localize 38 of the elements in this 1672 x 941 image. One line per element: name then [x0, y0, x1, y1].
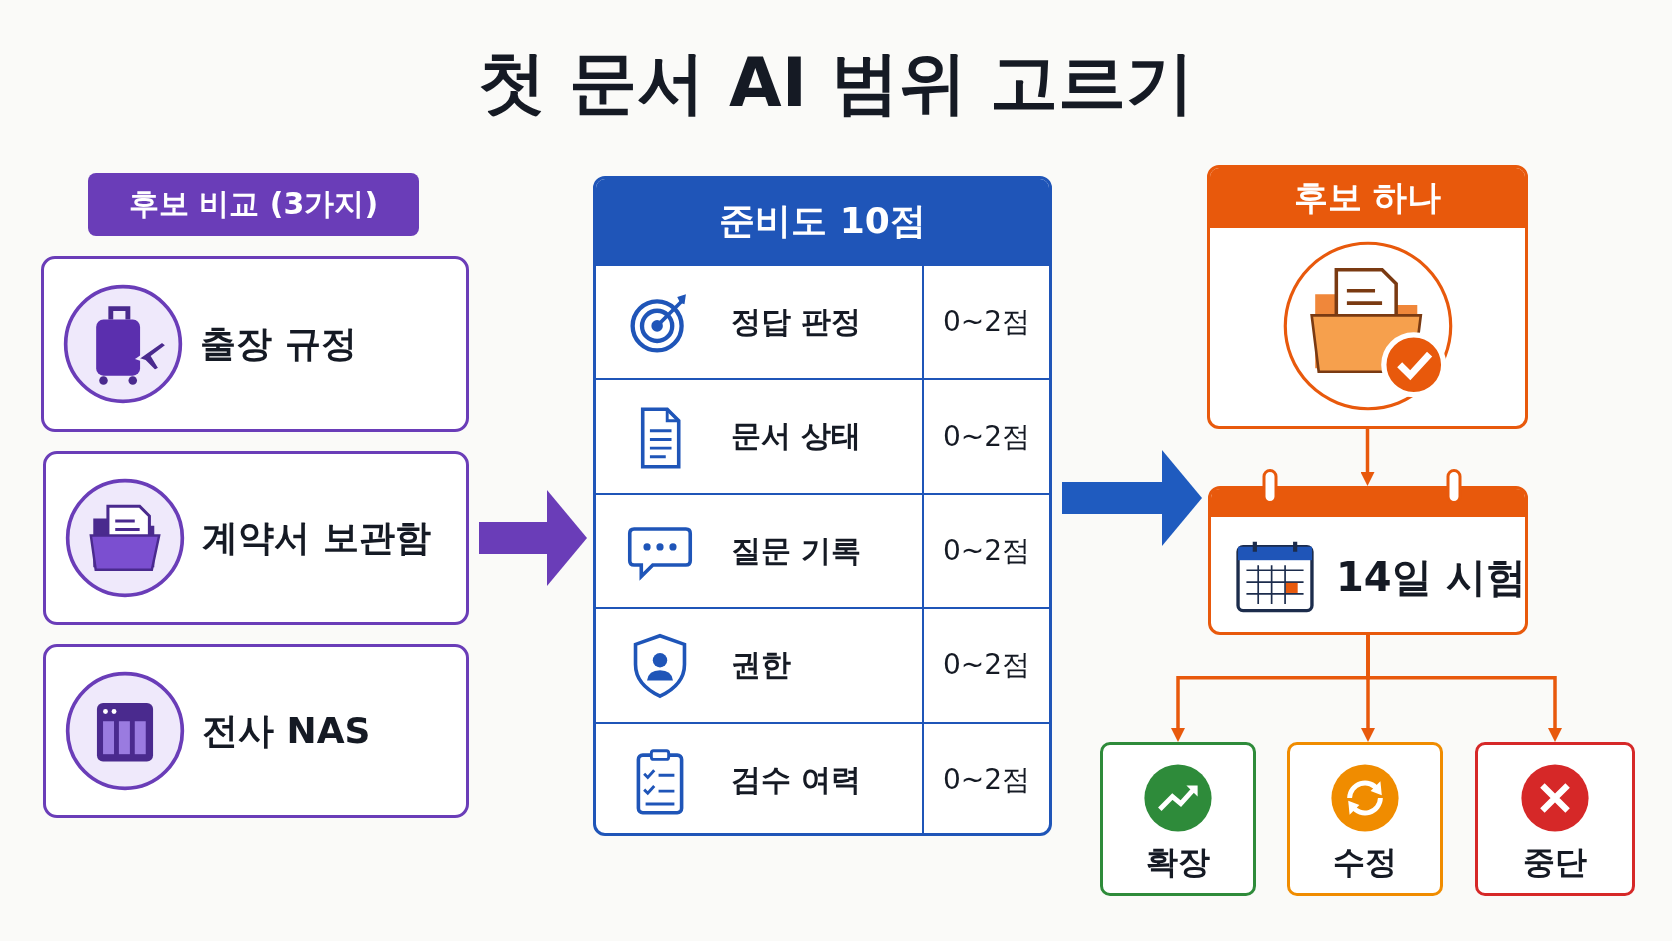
table-row: [596, 264, 1049, 379]
outcome-label: 확장: [1145, 842, 1211, 883]
candidate-card: [43, 451, 469, 625]
table-row: [596, 607, 1049, 722]
table-row: [596, 378, 1049, 493]
block-arrow: [1062, 450, 1202, 546]
card-title: 출장 규정: [200, 322, 357, 366]
criterion-label: 정답 판정: [731, 303, 862, 341]
card-header: 후보 하나: [1210, 168, 1525, 228]
score-text: 0~2점: [922, 723, 1049, 833]
arrow: [1360, 429, 1375, 486]
criterion-label: 권한: [731, 646, 791, 685]
candidate-card: [41, 256, 469, 432]
criterion-label: 검수 여력: [731, 760, 862, 799]
section-label: 후보 비교 (3가지): [88, 173, 419, 236]
title: 첫 문서 AI 범위 고르기: [476, 42, 1196, 124]
outcome-label: 중단: [1522, 842, 1588, 883]
criterion-label: 질문 기록: [731, 531, 862, 570]
score-text: 0~2점: [922, 494, 1049, 608]
arrow: [1366, 635, 1562, 742]
candidate-card: [43, 644, 469, 818]
outcome-box: [1475, 742, 1635, 896]
score-text: 0~2점: [922, 609, 1049, 722]
block-arrow: [479, 490, 587, 586]
outcome-box: [1287, 742, 1443, 896]
score-table: [593, 176, 1052, 836]
selected-card: [1207, 165, 1528, 429]
outcome-box: [1100, 742, 1256, 896]
outcome-label: 수정: [1332, 842, 1398, 883]
score-text: 0~2점: [922, 380, 1049, 493]
table-row: [596, 492, 1049, 608]
card-title: 전사 NAS: [202, 709, 371, 753]
criterion-label: 문서 상태: [731, 417, 862, 456]
table-row: [596, 721, 1049, 833]
card-title: 계약서 보관함: [202, 516, 431, 560]
table-header: 준비도 10점: [596, 179, 1049, 264]
box-title: 14일 시험: [1336, 553, 1526, 602]
score-text: 0~2점: [922, 266, 1049, 379]
